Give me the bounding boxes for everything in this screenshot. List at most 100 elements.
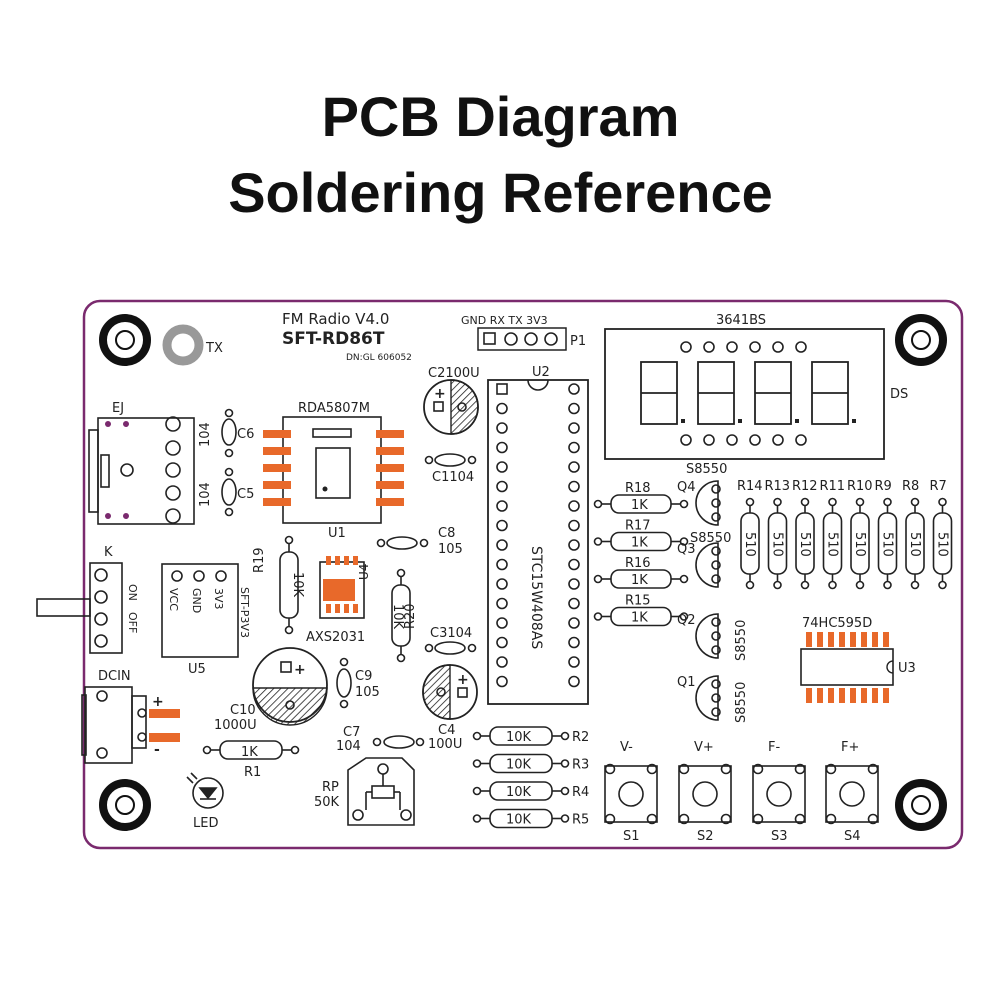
transistor-pin — [711, 617, 721, 627]
resistors-r7-r14: R14510R13510R12510R11510R10510R9510R8510… — [737, 479, 953, 590]
resistor-r7 — [932, 497, 953, 590]
resistor-lead — [800, 580, 810, 590]
display-pin-bottom — [772, 434, 784, 446]
transistor-part: S8550 — [690, 531, 731, 546]
transistor-q3 — [695, 542, 721, 588]
dc-jack — [81, 686, 147, 764]
u3-pad-top — [828, 632, 834, 647]
resistor-r19 — [279, 535, 299, 635]
push-buttons: V-S1V+S2F-S3F+S4 — [604, 740, 879, 844]
rp-value: 50K — [314, 795, 340, 810]
u2-pin-right — [568, 519, 580, 532]
digit-dot-1 — [681, 419, 685, 423]
u2-pin-left — [496, 597, 508, 610]
button-outline — [825, 765, 879, 823]
u3-pad-bottom — [883, 688, 889, 703]
u1-pad-left — [263, 481, 291, 489]
title-line-2: Soldering Reference — [228, 161, 773, 224]
u2-pin-right — [568, 461, 580, 473]
u2-pin-right — [568, 558, 580, 571]
resistor-label: R5 — [572, 813, 589, 828]
resistor-lead — [745, 580, 755, 590]
u1-pad-left — [263, 498, 291, 506]
transistor-label: Q3 — [677, 542, 696, 557]
resistor-value: 510 — [742, 532, 757, 557]
ds-label: DS — [890, 387, 908, 402]
resistor-lead — [855, 580, 865, 590]
resistor-value: 510 — [825, 532, 840, 557]
u3-pad-bottom — [850, 688, 856, 703]
resistor-value: 10K — [506, 785, 532, 800]
transistor-label: Q2 — [677, 613, 696, 628]
button-name: S4 — [844, 829, 861, 844]
resistor-lead — [910, 580, 920, 590]
transistor-pin — [711, 707, 721, 717]
resistor-lead — [472, 731, 482, 741]
p1-label: P1 — [570, 334, 586, 349]
c10-plus: + — [294, 662, 306, 678]
u2-pin-left — [496, 578, 508, 590]
c9-label: C9 — [355, 669, 372, 684]
resistor-label: R11 — [820, 479, 846, 494]
resistor-r20 — [391, 568, 411, 663]
display-pin-top — [726, 341, 738, 353]
resistor-r1 — [202, 740, 300, 760]
transistor-pin — [711, 631, 721, 641]
u2-pin-right — [568, 656, 580, 668]
c1-label: C1104 — [432, 470, 474, 485]
resistor-value: 10K — [506, 758, 532, 773]
button-pin — [646, 763, 658, 775]
resistor-label: R18 — [625, 481, 651, 496]
u3-pad-top — [806, 632, 812, 647]
u2-pin-right — [568, 441, 580, 454]
u2-pin-left — [496, 402, 508, 415]
r20-value: 10K — [390, 604, 405, 630]
c9-value: 105 — [355, 685, 380, 700]
transistor-pin — [711, 645, 721, 655]
u2-notch — [527, 379, 549, 391]
u2-pin-left — [496, 656, 508, 668]
u3-notch — [886, 660, 894, 674]
r1-label: R1 — [244, 765, 261, 780]
u2-outline — [487, 379, 589, 705]
button-pin — [720, 763, 732, 775]
transistor-part: S8550 — [734, 620, 749, 661]
u3-pad-bottom — [861, 688, 867, 703]
ej-label: EJ — [112, 401, 124, 416]
u4-label: U4 — [357, 564, 371, 580]
resistor-value: 1K — [631, 498, 648, 513]
u3-pad-top — [850, 632, 856, 647]
u2-pin-right — [568, 617, 580, 629]
resistor-lead — [679, 612, 689, 621]
resistor-body — [795, 512, 815, 575]
button-pin — [604, 813, 616, 825]
r20-label: R20 — [403, 603, 418, 629]
resistor-lead — [679, 499, 689, 509]
capacitor-c6 — [221, 408, 237, 458]
resistor-label: R7 — [930, 479, 947, 494]
u1-pad-right — [376, 481, 404, 489]
u2-pin-right — [568, 383, 580, 395]
transistor-label: Q4 — [677, 480, 696, 495]
transistor-pin — [711, 546, 721, 556]
switch-off: OFF — [126, 612, 139, 633]
u2-pins — [496, 383, 580, 688]
digit-dot-2 — [738, 419, 742, 423]
resistor-value: 510 — [797, 532, 812, 557]
resistor-body — [489, 781, 553, 801]
led-label: LED — [193, 816, 218, 831]
button-pin — [678, 813, 690, 825]
potentiometer-rp — [347, 757, 415, 826]
resistor-r2 — [472, 726, 570, 746]
digit-dot-3 — [795, 419, 799, 423]
resistor-body — [610, 606, 672, 627]
transistor-part: S8550 — [734, 682, 749, 723]
resistor-r13 — [767, 497, 788, 590]
transistor-body — [695, 480, 719, 526]
resistor-lead — [773, 580, 782, 590]
resistor-lead — [472, 814, 482, 823]
resistor-value: 1K — [631, 536, 648, 551]
transistor-pin — [711, 693, 721, 703]
resistor-label: R3 — [572, 758, 589, 773]
